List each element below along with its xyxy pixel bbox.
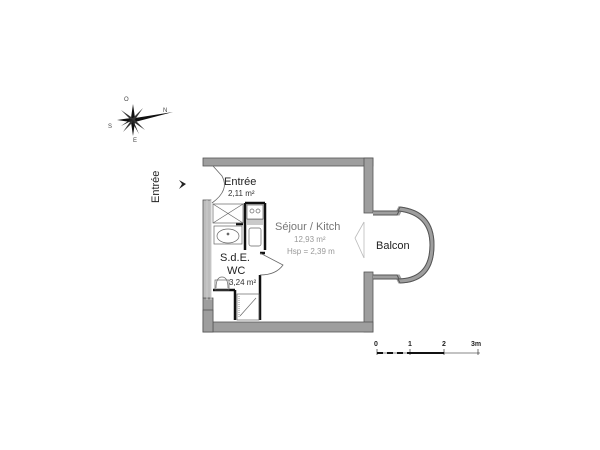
compass-south-label: S (108, 124, 113, 130)
scale-tick-3: 3m (471, 341, 482, 348)
shower-icon (236, 293, 260, 321)
room-entree-name: Entrée (224, 176, 257, 188)
room-balcon-name: Balcon (376, 240, 410, 252)
room-sde-area: 3,24 m² (229, 278, 257, 287)
compass-north-label: N (163, 108, 168, 114)
room-sde-name-line1: S.d.E. (220, 252, 250, 264)
room-sejour-name: Séjour / Kitch (275, 221, 341, 233)
entry-arrow-icon (179, 180, 186, 189)
room-sde-name-line2: WC (227, 265, 246, 277)
entry-side-label: Entrée (150, 170, 162, 203)
balcony-door (354, 221, 365, 259)
scale-tick-0: 0 (374, 341, 378, 348)
scale-tick-1: 1 (408, 341, 412, 348)
compass-rose-icon (117, 104, 173, 136)
sink-icon (213, 225, 243, 245)
room-sejour-area: 12,93 m² (294, 235, 326, 244)
scale-tick-2: 2 (442, 341, 446, 348)
bathroom-door (259, 252, 284, 276)
room-entree-area: 2,11 m² (228, 189, 255, 198)
kitchenette-icon (246, 204, 264, 247)
balcony-outline (373, 206, 435, 284)
entry-door (211, 165, 225, 204)
left-wall-detail (206, 200, 212, 300)
compass-west-label: O (124, 97, 129, 103)
shower-tray-icon (212, 203, 244, 224)
toilet-icon (214, 276, 230, 291)
compass-east-label: E (133, 138, 138, 144)
scale-bar (376, 349, 480, 355)
room-sejour-height: Hsp = 2,39 m (287, 247, 335, 256)
